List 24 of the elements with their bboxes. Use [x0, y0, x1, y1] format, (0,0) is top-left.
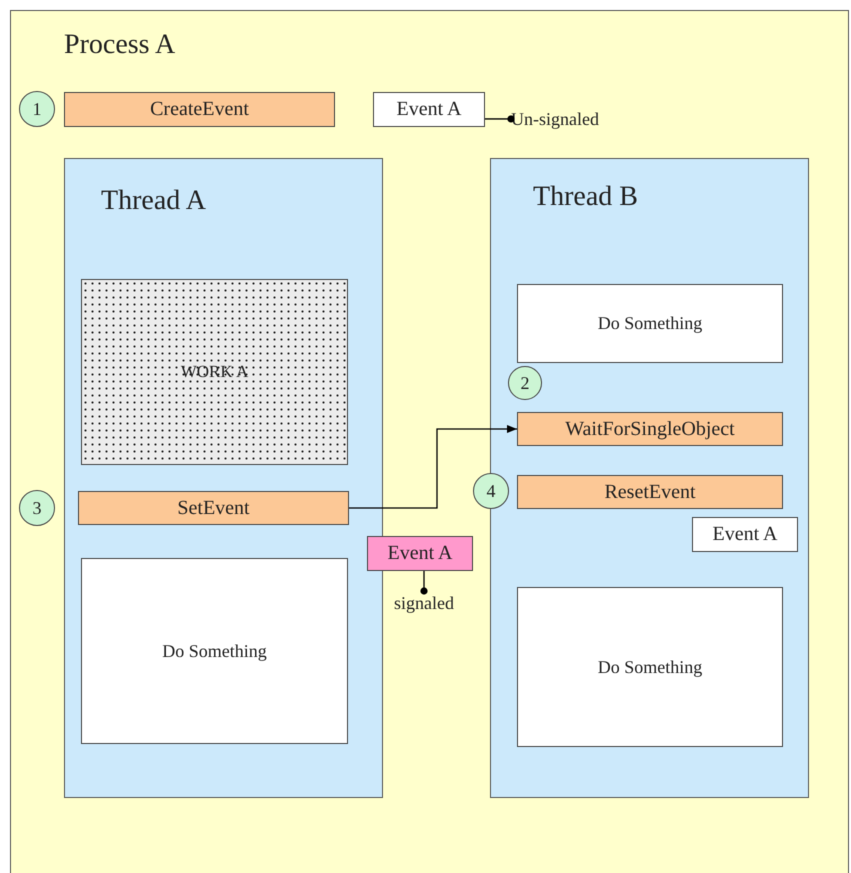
- panel-title: Thread B: [533, 181, 638, 213]
- leader-line: [485, 115, 515, 123]
- function-box: CreateEvent: [64, 92, 335, 127]
- event-box: Event A: [373, 92, 485, 127]
- state-label: Un-signaled: [511, 107, 636, 131]
- process-box: Do Something: [517, 284, 783, 363]
- step-number: 2: [508, 366, 542, 400]
- process-box: Do Something: [81, 558, 348, 744]
- event-box: Event A: [692, 517, 798, 552]
- event-box: Event A: [367, 536, 473, 571]
- leader-line: [420, 571, 428, 595]
- step-number: 3: [19, 490, 55, 526]
- function-box: SetEvent: [78, 491, 349, 525]
- function-box: WaitForSingleObject: [517, 412, 783, 446]
- step-number: 1: [19, 91, 55, 127]
- process-box: Do Something: [517, 587, 783, 747]
- panel-title: Thread A: [101, 185, 206, 217]
- arrow: [349, 425, 517, 509]
- state-label: signaled: [379, 591, 469, 615]
- function-box: ResetEvent: [517, 475, 783, 509]
- thread-panel: [64, 158, 383, 798]
- step-number: 4: [473, 473, 509, 509]
- process-panel: [10, 10, 849, 873]
- panel-title: Process A: [64, 29, 176, 61]
